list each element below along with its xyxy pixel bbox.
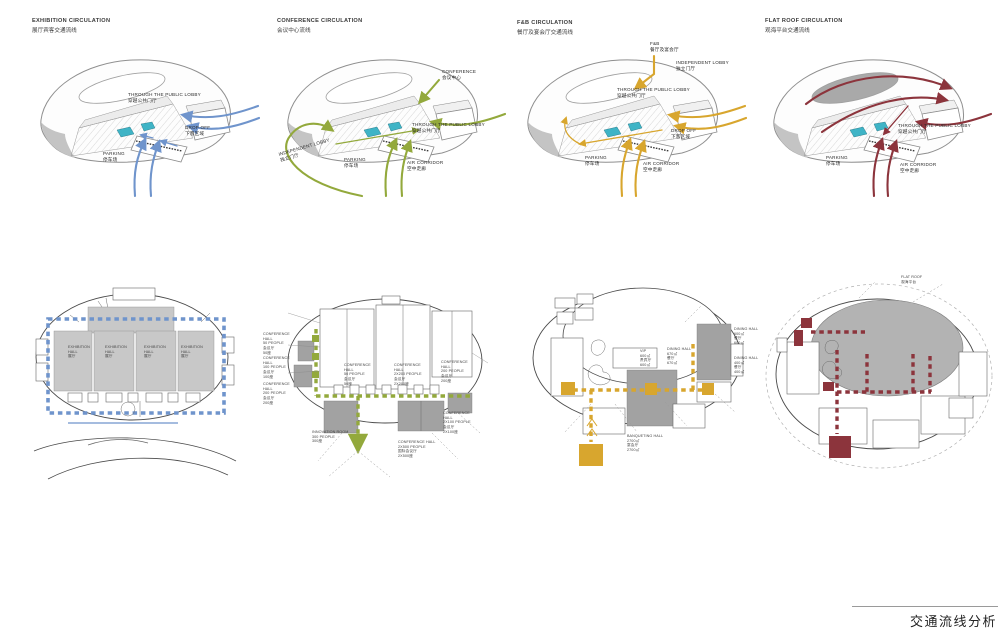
hall-label: EXHIBITION HALL 展厅 [68,345,90,359]
room-label: CONFERENCE HALL 2X100 PEOPLE 会议厅 2X100座 [443,411,471,434]
label-through-lobby: THROUGH THE PUBLIC LOBBY 穿越公共门厅 [412,122,485,133]
conference-circulation-arrows [285,78,507,198]
room-label: DINING HALL 600㎡ 餐厅 600㎡ [734,327,759,345]
room-label: CONFERENCE HALL 200 PEOPLE 会议厅 200座 [263,382,290,405]
room-label: DINING HALL 400㎡ 餐厅 400㎡ [734,356,759,374]
panel-title: CONFERENCE CIRCULATION [277,18,363,24]
fnb-circulation-path [561,344,714,466]
panel-exhibition-header: EXHIBITION CIRCULATION 展厅宾客交通流线 [32,18,110,34]
flatroof-circulation-arrows [804,75,993,198]
label-through-lobby: THROUGH THE PUBLIC LOBBY 穿越公共门厅 [128,92,201,103]
panel-title: EXHIBITION CIRCULATION [32,18,111,24]
building-shell [287,59,478,163]
exhibition-circulation-arrows [133,104,260,198]
label-through-lobby: THROUGH THE PUBLIC LOBBY 穿越公共门厅 [898,123,971,134]
panel-subtitle: 观海平台交通流线 [765,27,810,34]
label-air-corridor: AIR CORRIDOR 空中走廊 [407,160,444,171]
flatroof-circulation-path [794,318,932,458]
flatroof-axon-drawing [773,59,993,198]
label-air-corridor: AIR CORRIDOR 空中走廊 [900,162,937,173]
leader-lines [287,312,489,478]
conference-axon-drawing [285,59,507,198]
plan-rooms [550,293,744,435]
room-label: VIP 600㎡ 贵宾厅 600㎡ [640,349,652,367]
panel-subtitle: 展厅宾客交通流线 [32,27,77,34]
room-label: FLAT ROOF 观海平台 [901,275,923,284]
hall-label: EXHIBITION HALL 展厅 [181,345,203,359]
label-drop-off: DROP OFF 下客区域 [671,128,697,139]
panel-conference-header: CONFERENCE CIRCULATION 会议中心流线 [277,18,362,34]
leader-lines [858,281,944,303]
label-conference: CONFERENCE 会议中心 [442,69,477,80]
label-independent-lobby: INDEPENDENT LOBBY 独立门厅 [676,60,729,71]
conference-circulation-path [312,329,470,455]
room-label: DINING HALL 670㎡ 餐厅 670㎡ [667,347,692,365]
panel-subtitle: 会议中心流线 [277,27,311,34]
fnb-circulation-arrows [560,54,747,198]
panel-flatroof-header: FLAT ROOF CIRCULATION 观海平台交通流线 [765,18,843,34]
exhibition-plan-drawing [33,287,237,480]
panel-subtitle: 餐厅及宴会厅交通流线 [517,29,573,36]
hall-label: EXHIBITION HALL 展厅 [105,345,127,359]
room-label: BANQUETING HALL 2700㎡ 宴会厅 2700㎡ [627,434,664,452]
label-through-lobby: THROUGH THE PUBLIC LOBBY 穿越公共门厅 [617,87,690,98]
label-fnb: F&B 餐厅及宴会厅 [650,41,679,52]
panel-fnb-header: F&B CIRCULATION 餐厅及宴会厅交通流线 [517,20,573,36]
room-label: CONFERENCE HALL 2X500 PEOPLE 国际会议厅 2X500… [398,440,436,458]
footer-divider [852,606,998,607]
shoreline [33,437,237,480]
room-label: CONFERENCE HALL 50 PEOPLE 会议厅 50座 [344,363,371,386]
plan-edge-rooms [35,336,235,403]
hall-label: EXHIBITION HALL 展厅 [144,345,166,359]
room-label: CONFERENCE HALL 2X200 PEOPLE 会议厅 2X200座 [394,363,422,386]
exhibition-axon-drawing [40,59,260,198]
fnb-plan-drawing [532,287,744,466]
conference-plan-drawing [287,295,489,478]
flatroof-plan-drawing [765,281,993,469]
room-label: CONFERENCE HALL 100 PEOPLE 会议厅 100座 [263,356,290,379]
fnb-axon-drawing [527,54,747,198]
label-parking: PARKING 停车场 [103,151,125,162]
label-air-corridor: AIR CORRIDOR 空中走廊 [643,161,680,172]
label-parking: PARKING 停车场 [344,157,366,168]
sheet-title: 交通流线分析 [909,614,997,629]
room-label: CONFERENCE HALL 50 PEOPLE 会议厅 50座 [263,332,290,355]
panel-title: FLAT ROOF CIRCULATION [765,18,843,24]
leader-lines [564,303,736,433]
building-shell [773,59,964,163]
label-parking: PARKING 停车场 [585,155,607,166]
panel-title: F&B CIRCULATION [517,20,573,26]
room-label: INNOVATION ROOM 300 PEOPLE 300座 [312,430,349,444]
label-parking: PARKING 停车场 [826,155,848,166]
label-drop-off: DROP OFF 下客区域 [185,125,211,136]
plan-edge-rooms [333,384,440,395]
room-label: CONFERENCE HALL 200 PEOPLE 会议厅 200座 [441,360,468,383]
